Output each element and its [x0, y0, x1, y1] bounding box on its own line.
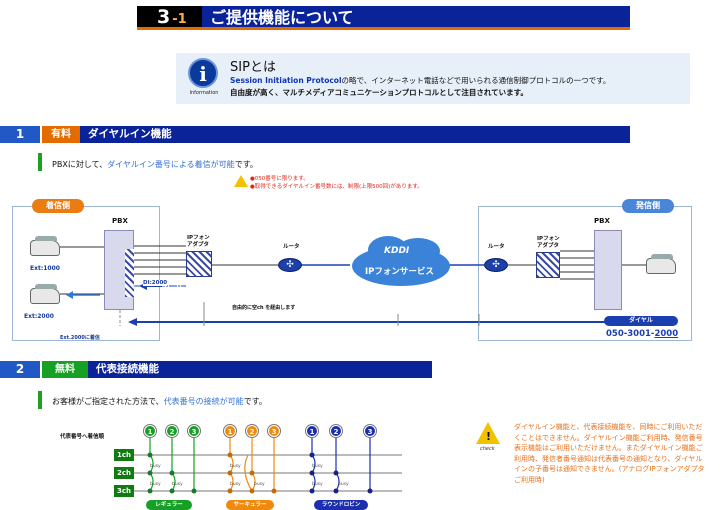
slide-number: 3-1	[137, 6, 202, 30]
section-1-notes: ●050番号に限ります。 ●取得できるダイヤルイン番号数には、制限(上限500回…	[250, 176, 423, 190]
kddi-logo: KDDI	[384, 246, 410, 256]
right-adapter-label: IPフォン アダプタ	[537, 236, 560, 249]
slide-title: ご提供機能について	[202, 6, 630, 30]
route-note: 自由的に空ch を経由します	[232, 305, 296, 311]
left-adapter-label: IPフォン アダプタ	[187, 235, 210, 248]
circular-ball-1: 1	[224, 425, 236, 437]
regular-ball-1: 1	[144, 425, 156, 437]
circular-ball-3: 3	[268, 425, 280, 437]
dial-number: 050-3001-2000	[606, 329, 679, 339]
info-heading: SIPとは	[230, 60, 276, 75]
right-pbx-label: PBX	[594, 217, 610, 225]
busy-label: busy	[254, 482, 265, 487]
cloud-label: IPフォンサービス	[365, 267, 434, 277]
router-icon: ✣	[278, 258, 302, 272]
section-1-number: 1	[0, 126, 40, 143]
left-ip-phone-adapter	[186, 251, 212, 277]
right-pbx	[594, 230, 622, 310]
check-warning-icon	[476, 422, 500, 444]
section-1-title: ダイヤルイン機能	[80, 126, 630, 143]
section-2-badge-free: 無料	[42, 361, 88, 378]
information-icon: i	[188, 58, 218, 88]
ext-1000-label: Ext:1000	[30, 265, 60, 272]
section-2-desc-marker	[38, 391, 42, 409]
channel-2-label: 2ch	[114, 467, 134, 479]
left-pbx	[104, 230, 134, 310]
mode-regular-label: レギュラー	[146, 500, 192, 510]
section-2-description: お客様がご指定された方法で、代表番号の接続が可能です。	[52, 397, 267, 406]
receiving-side-tag: 着信側	[32, 199, 84, 213]
ext-2000-label: Ext:2000	[24, 313, 54, 320]
section-1-desc-marker	[38, 153, 42, 171]
busy-label: busy	[150, 482, 161, 487]
router-icon: ✣	[484, 258, 508, 272]
busy-label: busy	[230, 464, 241, 469]
left-router-label: ルータ	[283, 244, 300, 250]
warning-icon	[234, 175, 248, 187]
information-icon-caption: Information	[189, 90, 219, 96]
phone-icon	[646, 254, 676, 274]
right-ip-phone-adapter	[536, 252, 560, 278]
busy-label: busy	[150, 464, 161, 469]
check-label: check	[480, 446, 495, 452]
right-router-label: ルータ	[488, 244, 505, 250]
phone-icon	[30, 236, 60, 256]
regular-ball-3: 3	[188, 425, 200, 437]
busy-label: busy	[338, 482, 349, 487]
busy-label: busy	[230, 482, 241, 487]
mode-circular-label: サーキュラー	[226, 500, 274, 510]
circular-ball-2: 2	[246, 425, 258, 437]
mode-roundrobin-label: ラウンドロビン	[314, 500, 368, 510]
warning-text: ダイヤルイン機能と、代表接続機能を、同時にご利用いただくことはできません。ダイヤ…	[514, 423, 705, 484]
section-2-number: 2	[0, 361, 40, 378]
info-line-1: Session Initiation Protocolの略で、インターネット電話…	[230, 76, 611, 85]
roundrobin-ball-3: 3	[364, 425, 376, 437]
phone-icon	[30, 284, 60, 304]
busy-label: busy	[312, 482, 323, 487]
section-2-title: 代表接続機能	[88, 361, 432, 378]
ext-2000-arrival-note: Ext.2000に着信	[60, 335, 100, 341]
sip-info-box: i Information SIPとは Session Initiation P…	[176, 53, 690, 104]
roundrobin-ball-1: 1	[306, 425, 318, 437]
regular-ball-2: 2	[166, 425, 178, 437]
roundrobin-ball-2: 2	[330, 425, 342, 437]
section-1-badge-paid: 有料	[42, 126, 80, 143]
left-pbx-label: PBX	[112, 217, 128, 225]
info-line-2: 自由度が高く、マルチメディアコミュニケーションプロトコルとして注目されています。	[230, 88, 528, 97]
section-1-description: PBXに対して、ダイヤルイン番号による着信が可能です。	[52, 160, 258, 169]
di-2000-label: DI:2000	[143, 280, 168, 286]
dial-label: ダイヤル	[604, 316, 678, 326]
channel-3-label: 3ch	[114, 485, 134, 497]
busy-label: busy	[172, 482, 183, 487]
sending-side-tag: 発信側	[622, 199, 674, 213]
busy-label: busy	[312, 464, 323, 469]
hunt-diagram-title: 代表番号へ着信順	[60, 434, 105, 440]
channel-1-label: 1ch	[114, 449, 134, 461]
